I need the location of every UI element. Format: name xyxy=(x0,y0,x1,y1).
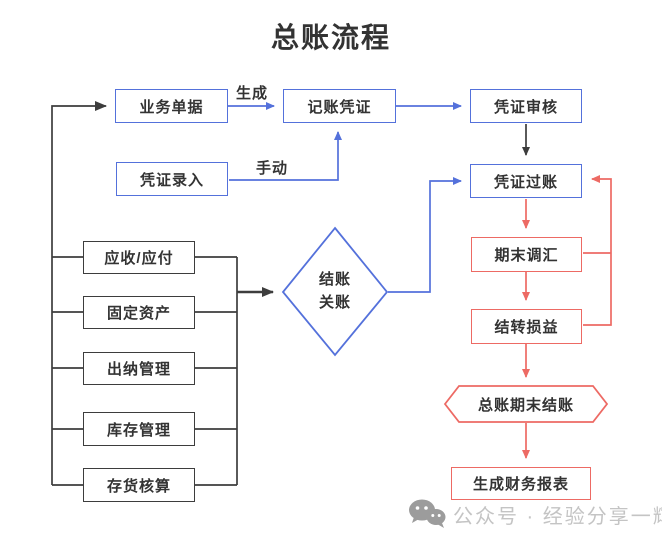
node-inventory-mgmt-label: 库存管理 xyxy=(106,421,171,439)
node-cashier-mgmt-label: 出纳管理 xyxy=(106,361,171,378)
node-carry-forward-pl-label: 结转损益 xyxy=(494,319,559,336)
node-voucher-posting-label: 凭证过账 xyxy=(493,173,558,191)
edge-feedback-to-posting xyxy=(583,175,612,326)
node-inventory-mgmt: 库存管理 xyxy=(83,412,195,446)
node-receivable-payable-label: 应收/应付 xyxy=(104,250,174,267)
watermark-text: 公众号 · 经验分享一辉 xyxy=(453,505,662,528)
node-voucher-review: 凭证审核 xyxy=(470,89,582,123)
node-receivable-payable: 应收/应付 xyxy=(83,241,195,274)
node-voucher-entry: 凭证录入 xyxy=(116,162,228,196)
edge-label-manual: 手动 xyxy=(256,160,289,177)
node-voucher-entry-label: 凭证录入 xyxy=(139,171,204,189)
node-generate-reports-label: 生成财务报表 xyxy=(472,476,569,493)
node-closing-diamond-shape xyxy=(281,226,389,357)
node-bookkeeping-voucher: 记账凭证 xyxy=(283,89,396,123)
node-period-end-fx-label: 期末调汇 xyxy=(494,247,559,264)
watermark: 公众号 · 经验分享一辉 xyxy=(408,499,662,529)
node-business-docs-label: 业务单据 xyxy=(139,98,204,116)
node-gl-period-close-shape xyxy=(443,385,609,423)
edge-trunk-to-business-docs xyxy=(51,101,107,485)
node-bookkeeping-voucher-label: 记账凭证 xyxy=(307,98,372,116)
node-stock-accounting-label: 存货核算 xyxy=(106,477,171,495)
wechat-icon xyxy=(409,499,446,528)
edge-closing-to-posting xyxy=(388,177,462,293)
node-period-end-fx: 期末调汇 xyxy=(471,237,582,272)
node-voucher-review-label: 凭证审核 xyxy=(493,98,558,116)
node-carry-forward-pl: 结转损益 xyxy=(471,309,582,344)
node-fixed-assets-label: 固定资产 xyxy=(106,305,171,322)
node-voucher-posting: 凭证过账 xyxy=(470,164,582,198)
node-business-docs: 业务单据 xyxy=(115,89,228,123)
edge-label-generate: 生成 xyxy=(236,85,269,102)
node-stock-accounting: 存货核算 xyxy=(83,468,195,502)
node-fixed-assets: 固定资产 xyxy=(83,296,195,329)
node-generate-reports: 生成财务报表 xyxy=(451,467,591,500)
node-cashier-mgmt: 出纳管理 xyxy=(83,352,195,385)
edge-entry-manual-to-voucher xyxy=(229,131,342,181)
page-title: 总账流程 xyxy=(270,22,391,53)
